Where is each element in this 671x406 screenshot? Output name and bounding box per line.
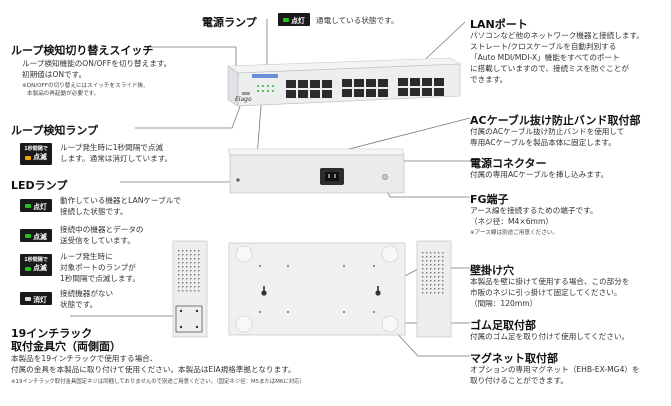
ac-band-desc-1: 付属のACケーブル抜け防止バンドを使用して <box>470 127 625 136</box>
wall-title: 壁掛け穴 <box>470 264 514 277</box>
rubber-title: ゴム足取付部 <box>470 319 536 332</box>
power-lamp-title: 電源ランプ <box>202 16 257 29</box>
led-loop-desc-3: 1秒間隔で点滅します。 <box>60 274 141 283</box>
rubber-foot-icon <box>381 315 399 333</box>
lan-port-desc-2: ストレート/クロスケーブルを自動判別する <box>470 42 617 51</box>
led-blink-desc-1: 接続中の機器とデータの <box>60 225 144 234</box>
badge-label: 点灯 <box>291 16 305 25</box>
rack-note: ※19インチラック取付金具固定ネジは同梱しておりませんので別途ご用意ください。（… <box>11 379 305 385</box>
green-led-icon <box>25 233 32 238</box>
device-logo: Elago <box>235 96 252 103</box>
rack-title-1: 19インチラック <box>11 327 93 340</box>
badge-label: 点灯 <box>33 202 47 211</box>
loop-switch-desc-2: 初期値はONです。 <box>22 70 87 79</box>
badge-label: 点滅 <box>33 232 47 241</box>
rack-desc-2: 付属の金具を本製品に取り付けて使用ください。本製品はEIA規格準拠となります。 <box>11 365 296 374</box>
lan-port-desc-3: 「Auto MDI/MDI-X」機能をすべてのポート <box>470 53 620 62</box>
power-connector-desc: 付属の専用ACケーブルを挿し込みます。 <box>470 170 609 179</box>
badge-bottom-label: 点滅 <box>33 264 47 272</box>
wall-desc-3: （間隔：120mm） <box>470 299 538 308</box>
power-connector-title: 電源コネクター <box>470 157 547 170</box>
power-lamp-badge: 点灯 <box>278 13 310 26</box>
rack-title-2: 取付金具穴（両側面） <box>11 340 121 353</box>
led-on-desc-2: 接続した状態です。 <box>60 207 128 216</box>
lan-port-title: LANポート <box>470 18 528 31</box>
magnet-desc-1: オプションの専用マグネット（EHB-EX-MG4）を <box>470 365 640 374</box>
loop-lamp-desc-1: ループ発生時に1秒間隔で点滅 <box>60 143 164 152</box>
green-led-icon <box>283 17 290 22</box>
fg-desc-2: （ネジ径：M4×6mm） <box>470 217 553 226</box>
switch-bottom-view <box>228 242 406 336</box>
magnet-title: マグネット取付部 <box>470 352 558 365</box>
off-led-icon <box>25 296 32 301</box>
lan-ports <box>286 77 460 101</box>
badge-label: 消灯 <box>33 295 47 304</box>
green-led-icon <box>25 203 32 208</box>
led-loop-desc-2: 対象ポートのランプが <box>60 263 136 272</box>
rack-mount-holes-icon <box>175 305 203 333</box>
wall-desc-2: 市販のネジに引っ掛けて固定してください。 <box>470 288 622 297</box>
power-lamp-desc: 通電している状態です。 <box>316 16 399 25</box>
switch-rear-view <box>227 148 405 194</box>
loop-switch-title: ループ検知切り替えスイッチ <box>11 44 154 57</box>
fg-title: FG端子 <box>470 193 509 206</box>
led-badge-on: 点灯 <box>20 199 52 212</box>
loop-switch-note-1: ※ON/OFFの切り替えにはスイッチをスライド後、 <box>22 83 149 89</box>
led-lamp-title: LEDランプ <box>11 179 68 192</box>
switch-right-side-view <box>416 240 452 338</box>
badge-bottom-label: 点滅 <box>33 153 47 161</box>
badge-top-label: 1秒間隔で <box>24 257 48 263</box>
lan-port-desc-5: できます。 <box>470 75 508 84</box>
rubber-foot-icon <box>381 245 399 263</box>
ac-band-title: ACケーブル抜け防止バンド取付部 <box>470 114 641 127</box>
led-badge-off: 消灯 <box>20 292 52 305</box>
orange-led-icon <box>25 155 32 160</box>
rubber-foot-icon <box>235 315 253 333</box>
loop-lamp-badge: 1秒間隔で 点滅 <box>20 143 52 165</box>
loop-switch-note-2: 本製品の再起動が必要です。 <box>27 91 100 97</box>
loop-lamp-title: ループ検知ランプ <box>11 124 99 137</box>
rack-desc-1: 本製品を19インチラックで使用する場合、 <box>11 354 158 363</box>
fg-desc-1: アース線を接続するための端子です。 <box>470 206 598 215</box>
fg-terminal-icon <box>382 174 388 180</box>
led-loop-desc-1: ループ発生時に <box>60 252 113 261</box>
ac-band-hole-icon <box>236 178 240 182</box>
fg-note: ※アース線は別途ご用意ください。 <box>470 230 558 236</box>
switch-left-side-view <box>172 240 208 338</box>
badge-top-label: 1秒間隔で <box>24 146 48 152</box>
wall-desc-1: 本製品を壁に掛けて使用する場合、この部分を <box>470 277 630 286</box>
wall-mount-hole-icon <box>261 286 381 296</box>
led-off-desc-1: 接続機器がない <box>60 289 114 298</box>
led-badge-blink: 点滅 <box>20 229 52 242</box>
green-led-icon <box>25 266 32 271</box>
lan-port-desc-1: パソコンなど他のネットワーク機器と接続します。 <box>470 31 644 40</box>
rubber-desc: 付属のゴム足を取り付けて使用してください。 <box>470 332 630 341</box>
led-blink-desc-2: 送受信をしています。 <box>60 236 135 245</box>
led-badge-loop: 1秒間隔で 点滅 <box>20 254 52 276</box>
magnet-desc-2: 取り付けることができます。 <box>470 376 568 385</box>
rubber-foot-icon <box>235 245 253 263</box>
loop-switch-desc-1: ループ検知機能のON/OFFを切り替えます。 <box>22 59 172 68</box>
led-off-desc-2: 状態です。 <box>60 300 98 309</box>
loop-lamp-desc-2: します。通常は消灯しています。 <box>60 154 173 163</box>
led-on-desc-1: 動作している機器とLANケーブルで <box>60 196 181 205</box>
ac-band-desc-2: 専用ACケーブルを製品本体に固定します。 <box>470 138 616 147</box>
lan-port-desc-4: に搭載していますので、接続ミスを防ぐことが <box>470 64 629 73</box>
